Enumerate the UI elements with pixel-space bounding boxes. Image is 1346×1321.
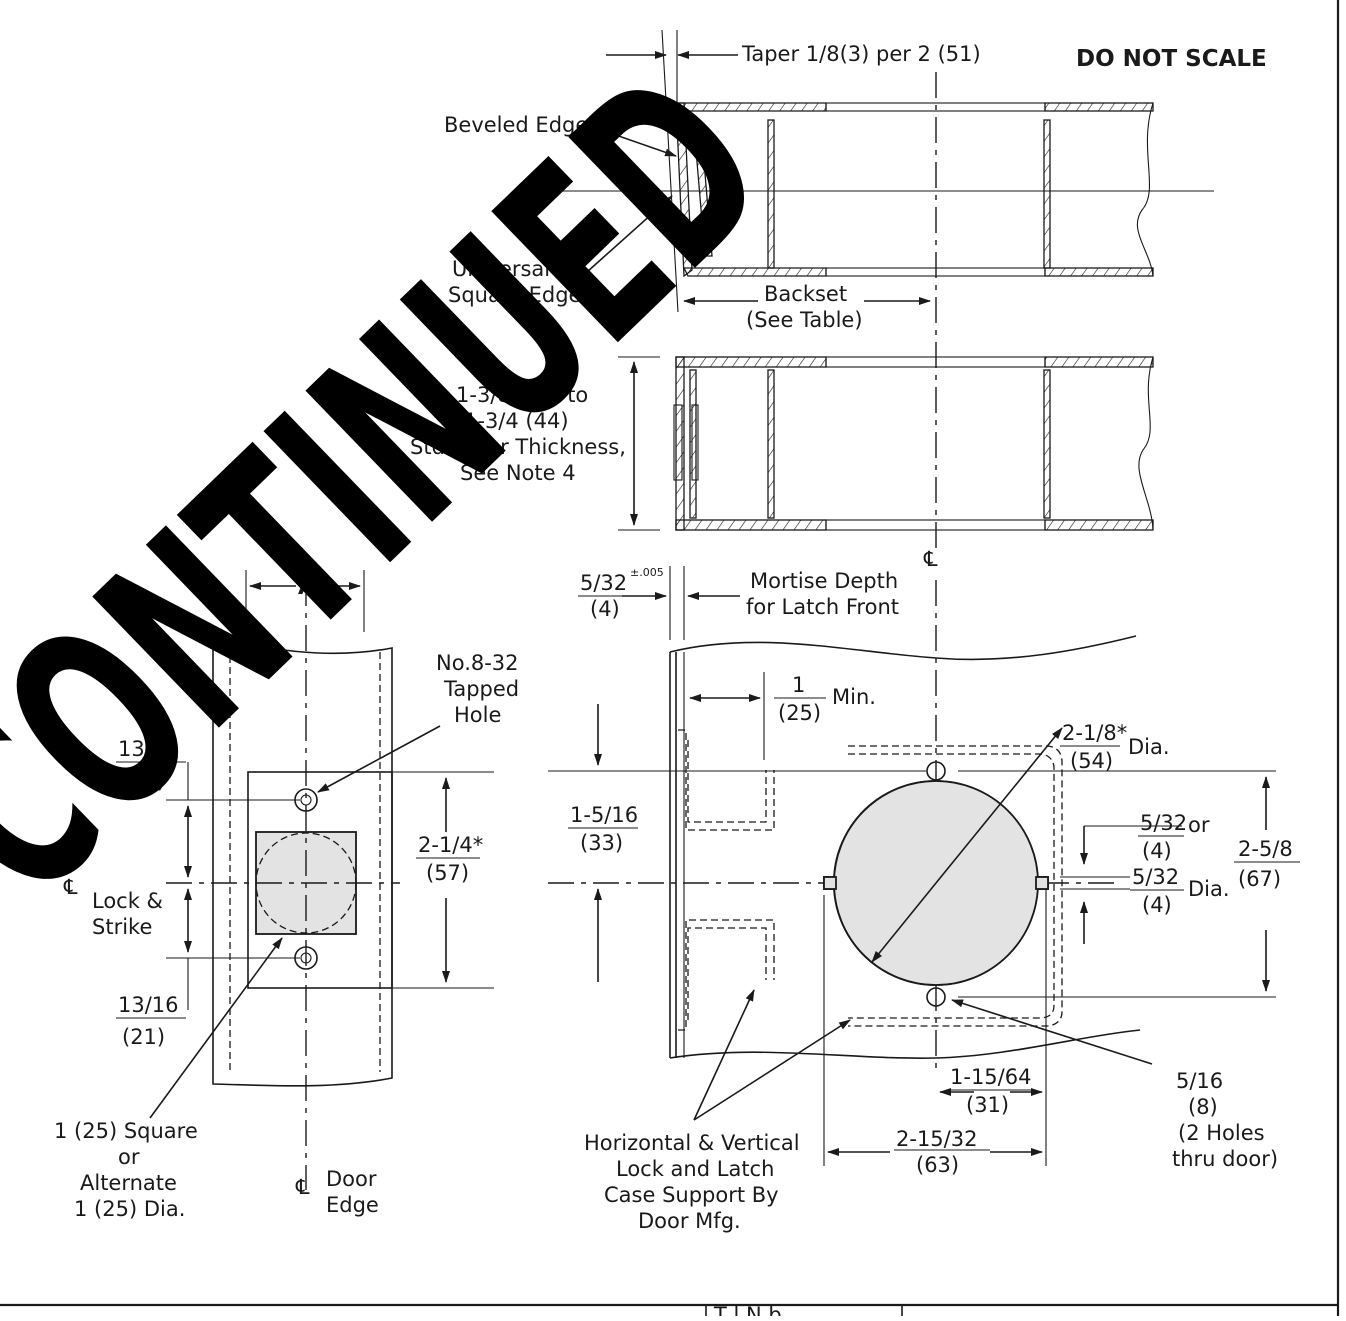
lock-strike-label-1: Lock & xyxy=(92,889,163,913)
case-width-mm: (63) xyxy=(916,1153,959,1177)
square-label-4: 1 (25) Dia. xyxy=(74,1197,185,1221)
face-height-num: 1-5/16 xyxy=(570,803,638,827)
notch2-word: Dia. xyxy=(1188,877,1230,901)
notch2-num: 5/32 xyxy=(1132,865,1179,889)
case-support-label-4: Door Mfg. xyxy=(638,1209,741,1233)
strike-height-mm: (57) xyxy=(426,861,469,885)
notch2-mm: (4) xyxy=(1142,893,1172,917)
bore-dia-num: 2-1/8* xyxy=(1062,721,1127,745)
case-width-num: 2-15/32 xyxy=(896,1127,977,1151)
case-support-label-2: Lock and Latch xyxy=(616,1157,774,1181)
mortise-label-1: Mortise Depth xyxy=(750,569,898,593)
backset-label-1: Backset xyxy=(764,282,847,306)
through-hole-label-1: (2 Holes xyxy=(1178,1121,1265,1145)
lower-spacing-num: 13/16 xyxy=(118,993,179,1017)
case-support-label-3: Case Support By xyxy=(604,1183,779,1207)
offset-num: 1-15/64 xyxy=(950,1065,1031,1089)
lock-centerline-symbol: ℄ xyxy=(63,875,78,899)
door-thickness-label-3: Std. Door Thickness, xyxy=(410,435,626,459)
hole-span-mm: (67) xyxy=(1238,867,1281,891)
upper-spacing-mm: (21) xyxy=(122,769,165,793)
door-thickness-label-4: See Note 4 xyxy=(460,461,576,485)
mortise-label-2: for Latch Front xyxy=(746,595,899,619)
through-hole-label-2: thru door) xyxy=(1172,1147,1278,1171)
taper-label: Taper 1/8(3) per 2 (51) xyxy=(741,42,981,66)
square-label-3: Alternate xyxy=(80,1171,177,1195)
tapped-hole-label-2: Tapped xyxy=(443,677,519,701)
tapped-hole-label-1: No.8-32 xyxy=(436,651,519,675)
door-face-view: 2-5/8 (67) 1-5/16 (33) 5/32 ±.005 (4) Mo… xyxy=(548,566,1300,1233)
mortise-depth-mm: (4) xyxy=(590,597,620,621)
title-block-cell: T l N b xyxy=(713,1303,782,1316)
min-dim-word: Min. xyxy=(832,685,876,709)
through-hole-num: 5/16 xyxy=(1176,1069,1223,1093)
square-label-2: or xyxy=(118,1145,140,1169)
mortise-tolerance: ±.005 xyxy=(630,566,664,579)
door-edge-view: A 13/16 (21) 13/16 (21) ℄ Lock & Strike … xyxy=(54,570,519,1221)
offset-mm: (31) xyxy=(966,1093,1009,1117)
lock-strike-label-2: Strike xyxy=(92,915,152,939)
bore-dia-mm: (54) xyxy=(1070,749,1113,773)
square-label-1: 1 (25) Square xyxy=(54,1119,198,1143)
top-section-view: Taper 1/8(3) per 2 (51) DO NOT SCALE Bev… xyxy=(444,29,1267,332)
bore-dia-word: Dia. xyxy=(1128,735,1170,759)
door-edge-centerline-symbol: ℄ xyxy=(295,1175,310,1199)
notch-word: or xyxy=(1188,813,1210,837)
door-thickness-label-2: 1-3/4 (44) xyxy=(464,409,569,433)
door-thickness-label-1: 1-3/8 (35) to xyxy=(456,383,588,407)
universal-edge-label-2: Square Edge xyxy=(448,283,581,307)
do-not-scale-label: DO NOT SCALE xyxy=(1076,46,1267,72)
side-centerline-symbol: ℄ xyxy=(923,547,938,571)
universal-edge-label-1: Universal or xyxy=(452,257,579,281)
notch-num: 5/32 xyxy=(1140,811,1187,835)
door-edge-label-1: Door xyxy=(326,1167,377,1191)
min-dim-mm: (25) xyxy=(778,701,821,725)
min-dim-num: 1 xyxy=(792,673,805,697)
hole-span-num: 2-5/8 xyxy=(1238,837,1293,861)
door-edge-label-2: Edge xyxy=(326,1193,379,1217)
lower-spacing-mm: (21) xyxy=(122,1025,165,1049)
through-hole-mm: (8) xyxy=(1188,1095,1218,1119)
tapped-hole-label-3: Hole xyxy=(454,703,501,727)
strike-height-num: 2-1/4* xyxy=(418,833,483,857)
beveled-edge-label: Beveled Edge xyxy=(444,113,588,137)
backset-label-2: (See Table) xyxy=(746,308,863,332)
face-height-mm: (33) xyxy=(580,831,623,855)
a-dimension-label: A xyxy=(298,574,316,600)
mortise-depth-num: 5/32 xyxy=(580,571,627,595)
notch-mm: (4) xyxy=(1142,839,1172,863)
upper-spacing-num: 13/16 xyxy=(118,737,179,761)
side-section-view: 1-3/8 (35) to 1-3/4 (44) Std. Door Thick… xyxy=(410,356,1154,571)
case-support-label-1: Horizontal & Vertical xyxy=(584,1131,800,1155)
